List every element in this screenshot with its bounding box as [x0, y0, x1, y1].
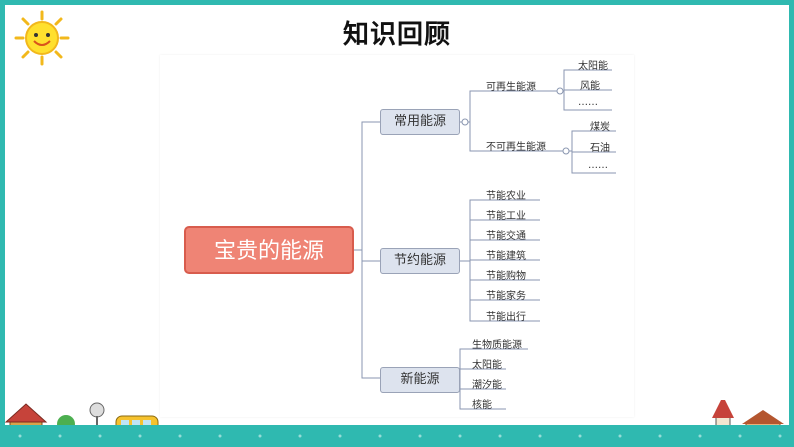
sun-icon	[14, 10, 70, 66]
leaf-item: 节能建筑	[486, 251, 526, 262]
ground-strip	[0, 425, 794, 447]
leaf-more: ……	[588, 160, 608, 171]
leaf-item: 节能出行	[486, 312, 526, 323]
branch-save-energy: 节约能源	[380, 248, 460, 274]
leaf-item: 节能工业	[486, 211, 526, 222]
leaf-item: 太阳能	[472, 360, 502, 371]
branch-new-energy: 新能源	[380, 367, 460, 393]
leaf-item: 节能购物	[486, 271, 526, 282]
leaf-more: ……	[578, 97, 598, 108]
leaf-item: 节能交通	[486, 231, 526, 242]
branch-common-energy: 常用能源	[380, 109, 460, 135]
leaf-item: 潮汐能	[472, 380, 502, 391]
mind-map: 宝贵的能源 常用能源 节约能源 新能源 可再生能源 不可再生能源 太阳能 风能 …	[160, 55, 634, 417]
root-node: 宝贵的能源	[184, 226, 354, 274]
leaf-solar: 太阳能	[578, 61, 608, 72]
leaf-item: 核能	[472, 400, 492, 411]
left-border	[0, 5, 5, 425]
leaf-coal: 煤炭	[590, 122, 610, 133]
right-border	[789, 5, 794, 425]
leaf-oil: 石油	[590, 143, 610, 154]
leaf-wind: 风能	[580, 81, 600, 92]
top-border	[0, 0, 794, 5]
group-nonrenewable: 不可再生能源	[486, 142, 546, 153]
mind-map-connectors	[354, 69, 616, 410]
leaf-item: 节能农业	[486, 191, 526, 202]
slide-title: 知识回顾	[342, 20, 451, 50]
leaf-item: 节能家务	[486, 291, 526, 302]
ground-pattern	[18, 434, 782, 438]
leaf-item: 生物质能源	[472, 340, 522, 351]
group-renewable: 可再生能源	[486, 82, 536, 93]
